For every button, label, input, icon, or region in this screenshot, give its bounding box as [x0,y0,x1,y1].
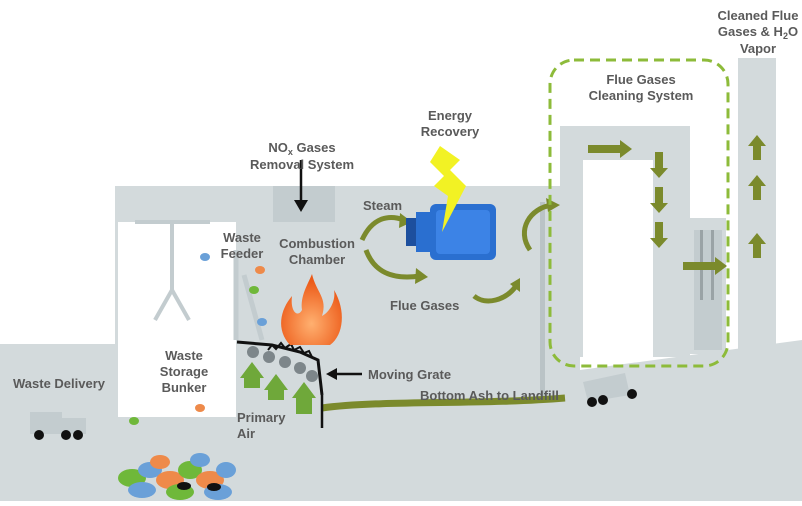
ash-conveyor [321,394,566,412]
nox-line1: NOx Gases [240,140,364,157]
bottom-ash-label: Bottom Ash to Landfill [420,388,559,403]
moving-grate-label: Moving Grate [368,367,452,382]
steam-label: Steam [363,198,403,213]
ash-truck-icon [583,373,637,407]
waste-feeder-line2: Feeder [220,246,264,261]
chimney [738,58,776,378]
cleaning-flow-arrows [588,135,766,275]
grate-arrowhead-icon [326,368,337,380]
cleaned-flue-gases-label: Cleaned Flue Gases & H2O Vapor [703,8,802,57]
nox-subscript: x [287,147,293,157]
nox-line2: Removal System [249,157,355,172]
waste-feeder-label: Waste Feeder [212,230,272,262]
primary-air-label: Primary Air [237,410,285,442]
waste-drops [129,253,267,425]
cleaned-flue-line2: Gases & H2O [703,24,802,41]
cleaned-flue-line2-pre: Gases & H [717,24,783,39]
waste-delivery-label: Waste Delivery [13,376,106,391]
waste-storage-line3: Bunker [161,380,207,395]
nox-arrowhead-icon [294,200,308,212]
energy-recovery-line2: Recovery [420,124,480,139]
cleaned-flue-line2-post: O [787,24,799,39]
waste-storage-line2: Storage [159,364,209,379]
energy-recovery-line1: Energy [427,108,473,123]
flue-gases-cleaning-label: Flue Gases Cleaning System [576,72,706,104]
flue-cleaning-line1: Flue Gases [606,72,676,87]
flame-icon [281,274,342,345]
duct-wall [540,202,545,402]
landfill-slope [580,340,802,417]
primary-air-line2: Air [237,426,256,441]
waste-feeder-line1: Waste [223,230,261,245]
bunker-interior [118,222,236,417]
lower-ground [236,417,802,501]
feeder-chute [233,250,265,341]
combustion-line2: Chamber [288,252,346,267]
combustion-chamber-label: Combustion Chamber [272,236,362,268]
primary-air-arrows [240,362,316,414]
energy-recovery-label: Energy Recovery [410,108,490,140]
duct-interior [694,230,722,350]
h2o-subscript: 2 [782,31,788,41]
waste-storage-bunker-label: Waste Storage Bunker [146,348,222,396]
crane-icon [135,220,210,321]
lightning-bolt-icon [430,146,466,232]
flue-gases-label: Flue Gases [390,298,460,313]
nox-line1-post: Gases [292,140,336,155]
nox-line1-pre: NO [268,140,288,155]
flue-cleaning-line2: Cleaning System [588,88,694,103]
waste-storage-line1: Waste [165,348,203,363]
waste-pile [118,453,236,500]
primary-air-line1: Primary [237,410,286,425]
nox-removal-label: NOx Gases Removal System [240,140,364,173]
cleaning-interior [583,160,653,358]
cleaned-flue-line1: Cleaned Flue [717,8,799,23]
delivery-truck-icon [30,412,86,440]
combustion-line1: Combustion [279,236,355,251]
flue-cleaning-system-boundary [548,58,730,368]
cleaned-flue-line3: Vapor [739,41,777,56]
